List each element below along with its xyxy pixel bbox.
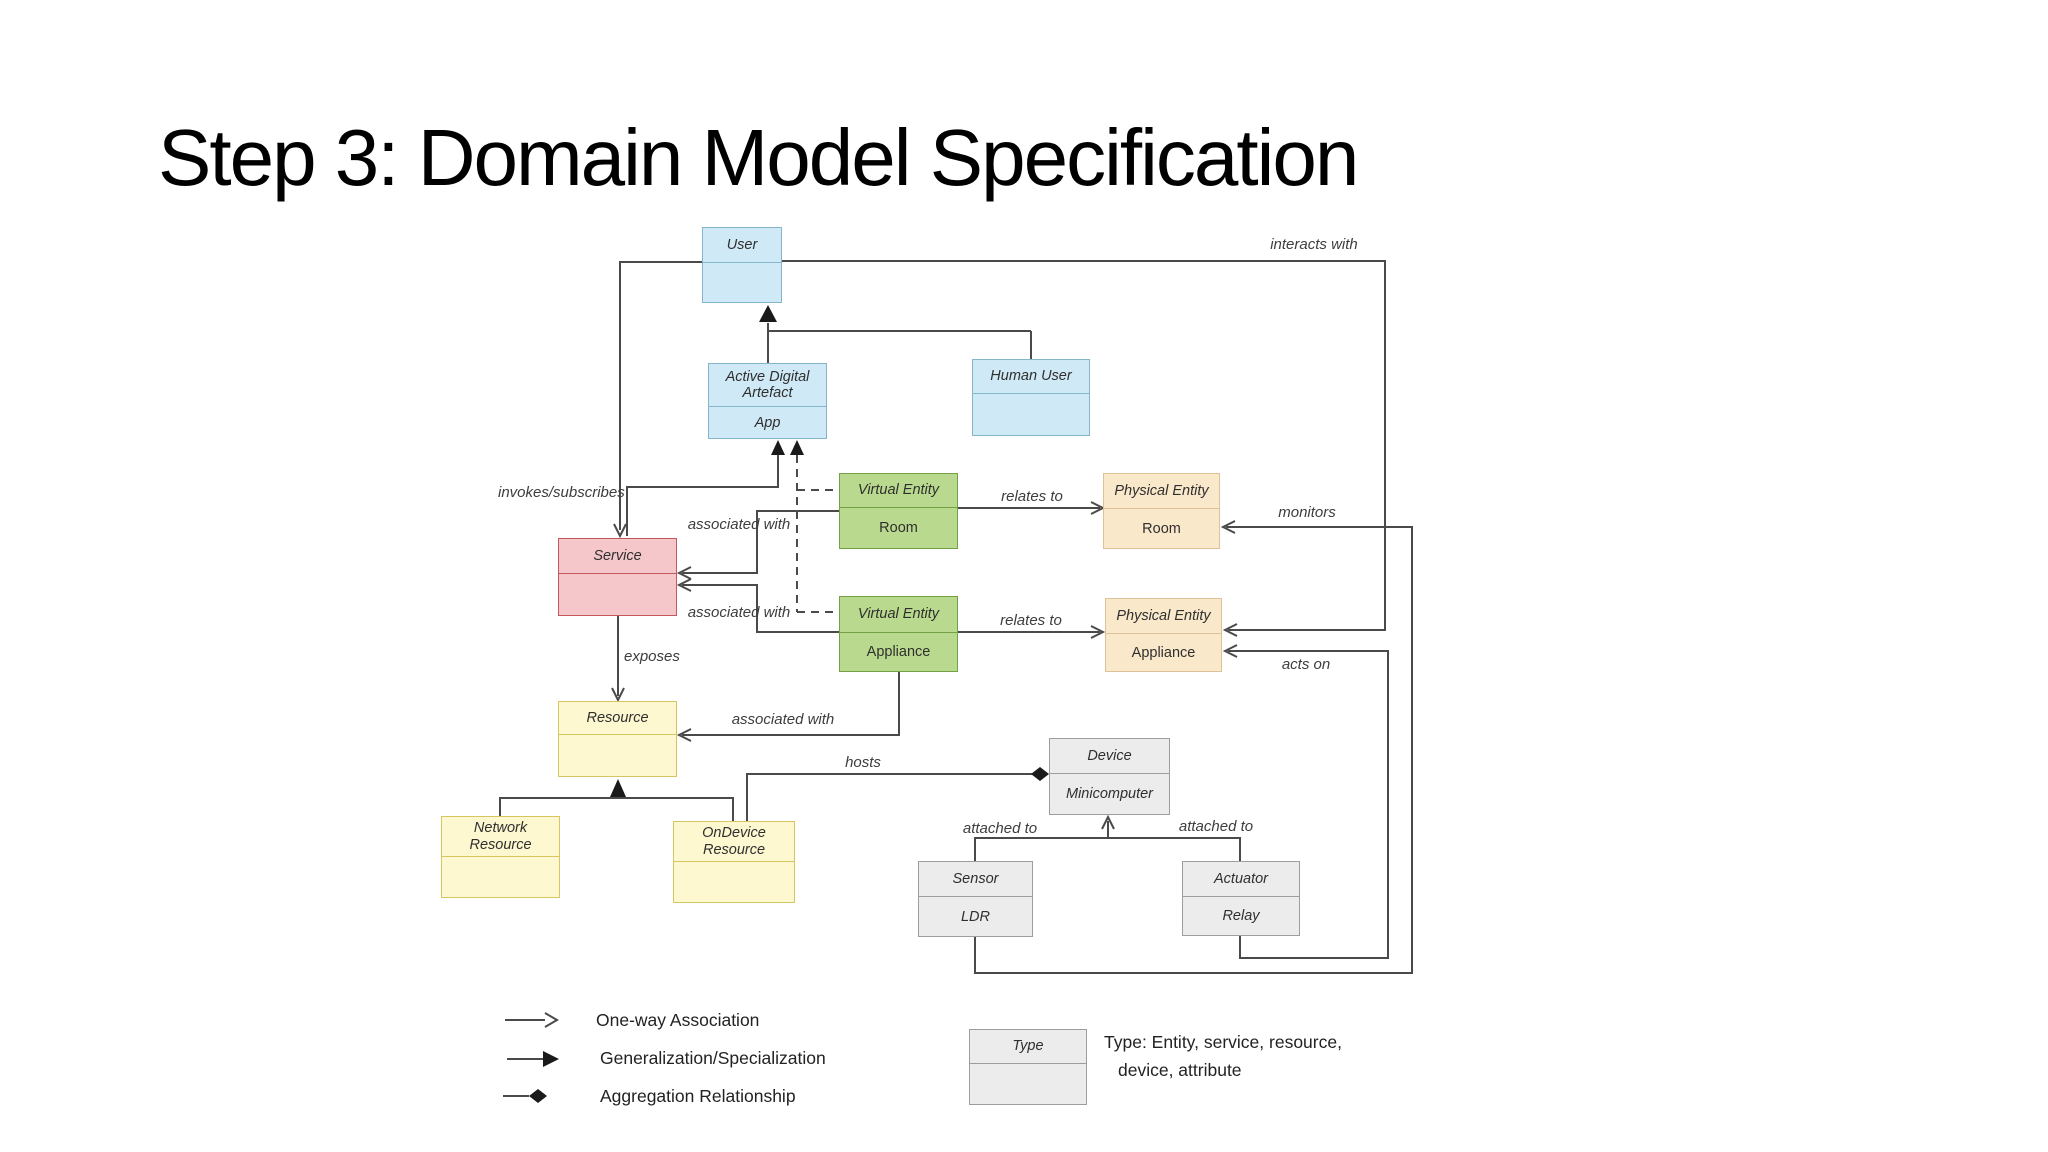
physical-entity-appliance-box: Physical Entity Appliance — [1105, 598, 1222, 672]
actuator-box: Actuator Relay — [1182, 861, 1300, 936]
virtual-entity-appliance-title: Virtual Entity — [840, 597, 957, 633]
legend-aggregation-arrow — [503, 1089, 547, 1103]
ondevice-resource-body — [674, 862, 794, 902]
edge-associated-with-resource — [676, 672, 900, 742]
edge-app-to-service — [626, 440, 785, 536]
network-resource-body — [442, 857, 559, 897]
resource-title: Resource — [559, 702, 676, 735]
physical-entity-appliance-title: Physical Entity — [1106, 599, 1221, 634]
virtual-entity-appliance-box: Virtual Entity Appliance — [839, 596, 958, 672]
network-resource-box: Network Resource — [441, 816, 560, 898]
device-box: Device Minicomputer — [1049, 738, 1170, 815]
type-note-line1: Type: Entity, service, resource, — [1104, 1032, 1342, 1052]
legend-label-aggregation: Aggregation Relationship — [600, 1086, 796, 1106]
edge-generalization-user — [759, 305, 1032, 363]
edge-acts-on — [1222, 644, 1389, 959]
legend-label-one-way-association: One-way Association — [596, 1010, 760, 1030]
ondevice-resource-title: OnDevice Resource — [674, 822, 794, 862]
edge-label-interacts-with: interacts with — [1270, 236, 1358, 253]
edge-attached-to — [974, 814, 1241, 861]
human-user-body — [973, 394, 1089, 435]
edge-associated-with-appliance — [676, 578, 839, 633]
actuator-instance: Relay — [1222, 908, 1260, 924]
edge-label-attached-to-right: attached to — [1178, 818, 1254, 835]
active-digital-artefact-box: Active Digital Artefact App — [708, 363, 827, 439]
edge-monitors — [974, 520, 1413, 974]
user-box-body — [703, 263, 781, 302]
service-box: Service — [558, 538, 677, 616]
edge-label-invokes-subscribes: invokes/subscribes — [498, 484, 625, 501]
virtual-entity-room-instance: Room — [879, 520, 918, 536]
edge-associated-with-room — [676, 510, 839, 580]
physical-entity-room-instance: Room — [1142, 520, 1181, 537]
active-digital-artefact-title: Active Digital Artefact — [709, 364, 826, 407]
sensor-box: Sensor LDR — [918, 861, 1033, 937]
edge-label-associated-with-appliance: associated with — [687, 604, 791, 621]
edge-interacts-with — [782, 260, 1386, 637]
user-box: User — [702, 227, 782, 303]
sensor-title: Sensor — [919, 862, 1032, 897]
edge-generalization-resource — [499, 779, 734, 821]
human-user-title: Human User — [973, 360, 1089, 394]
service-body — [559, 574, 676, 615]
edge-label-hosts: hosts — [845, 754, 881, 771]
device-instance: Minicomputer — [1065, 786, 1154, 802]
edge-label-relates-to-appliance: relates to — [1000, 612, 1062, 629]
device-title: Device — [1050, 739, 1169, 774]
edge-exposes — [611, 616, 625, 703]
edge-label-acts-on: acts on — [1281, 656, 1331, 673]
legend-one-way-arrow — [505, 1012, 559, 1028]
ondevice-resource-box: OnDevice Resource — [673, 821, 795, 903]
physical-entity-appliance-instance: Appliance — [1131, 644, 1196, 661]
type-legend-title: Type — [970, 1030, 1086, 1064]
edge-label-attached-to-left: attached to — [962, 820, 1038, 837]
virtual-entity-appliance-instance: Appliance — [866, 644, 931, 660]
type-legend-body — [970, 1064, 1086, 1104]
edge-invokes-subscribes — [613, 261, 702, 539]
virtual-entity-room-title: Virtual Entity — [840, 474, 957, 508]
slide-title: Step 3: Domain Model Specification — [158, 113, 1359, 202]
service-title: Service — [559, 539, 676, 574]
physical-entity-room-title: Physical Entity — [1104, 474, 1219, 509]
user-box-title: User — [703, 228, 781, 263]
edge-label-monitors: monitors — [1278, 504, 1336, 521]
type-legend-box: Type — [969, 1029, 1087, 1105]
network-resource-title: Network Resource — [442, 817, 559, 857]
legend-generalization-arrow — [507, 1051, 559, 1067]
type-note-line2: device, attribute — [1118, 1060, 1242, 1080]
legend-label-generalization: Generalization/Specialization — [600, 1048, 826, 1068]
edge-virtual-entities-to-app-dashed — [790, 440, 839, 613]
edge-relates-to-appliance — [958, 625, 1106, 639]
sensor-instance: LDR — [960, 908, 990, 925]
physical-entity-room-box: Physical Entity Room — [1103, 473, 1220, 549]
human-user-box: Human User — [972, 359, 1090, 436]
active-digital-artefact-instance: App — [754, 414, 781, 431]
edge-label-exposes: exposes — [624, 648, 680, 665]
edge-hosts-aggregation — [746, 767, 1049, 821]
actuator-title: Actuator — [1183, 862, 1299, 897]
edge-label-associated-with-resource: associated with — [731, 711, 835, 728]
edge-label-relates-to-room: relates to — [1001, 488, 1063, 505]
virtual-entity-room-box: Virtual Entity Room — [839, 473, 958, 549]
resource-body — [559, 735, 676, 776]
edge-label-associated-with-room: associated with — [687, 516, 791, 533]
resource-box: Resource — [558, 701, 677, 777]
